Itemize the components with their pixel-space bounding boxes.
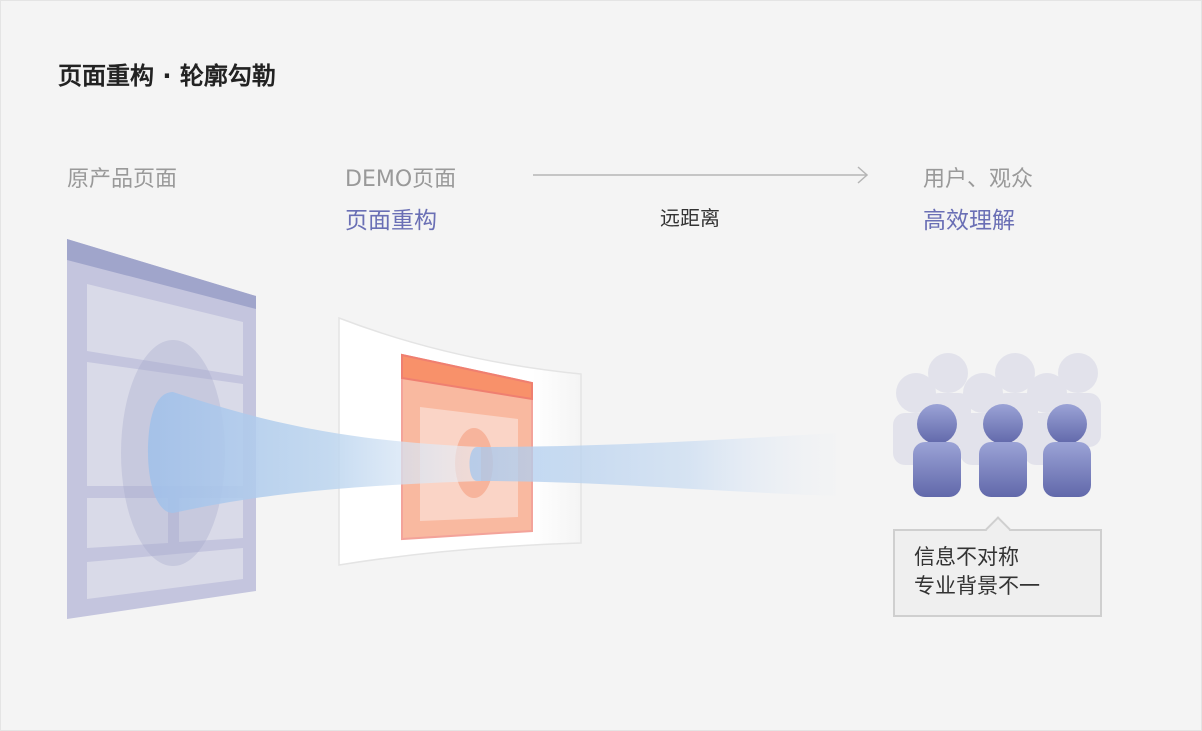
focus-beam-far bbox=[469, 433, 836, 496]
callout-box: 信息不对称 专业背景不一 bbox=[893, 529, 1102, 617]
arrow-right-icon bbox=[533, 166, 869, 184]
demo-page-accent: 页面重构 bbox=[345, 208, 437, 234]
callout-line-2: 专业背景不一 bbox=[914, 574, 1040, 598]
page-title: 页面重构 · 轮廓勾勒 bbox=[58, 62, 276, 90]
original-page-label: 原产品页面 bbox=[67, 167, 178, 192]
audience-icon bbox=[893, 353, 1101, 497]
audience-accent: 高效理解 bbox=[923, 208, 1015, 234]
audience-label: 用户、观众 bbox=[923, 167, 1034, 192]
demo-page-label: DEMO页面 bbox=[345, 167, 457, 192]
callout-line-1: 信息不对称 bbox=[914, 545, 1019, 569]
arrow-label: 远距离 bbox=[660, 206, 720, 230]
focus-beam-near bbox=[148, 392, 481, 513]
